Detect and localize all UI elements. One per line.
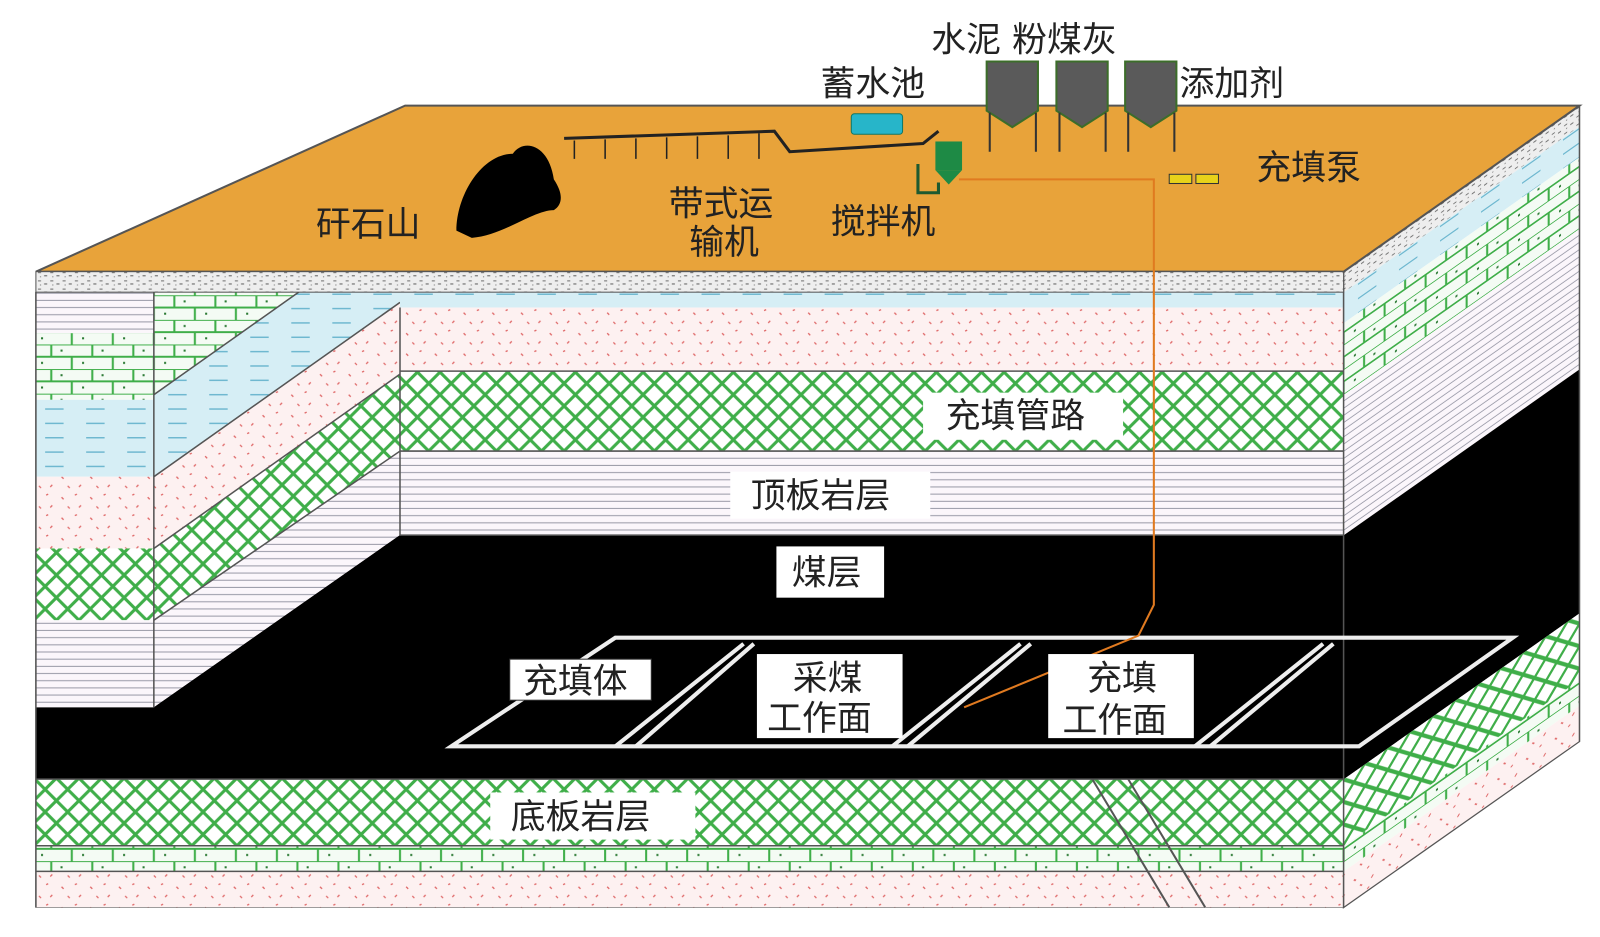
green-hatch-layer xyxy=(400,371,1344,452)
label-mixer: 搅拌机 xyxy=(831,203,936,243)
label-cement-flyash: 水泥 粉煤灰 xyxy=(931,20,1116,60)
label-reservoir: 蓄水池 xyxy=(821,64,926,104)
right-face-strata xyxy=(1342,104,1581,909)
reservoir-icon xyxy=(850,113,904,135)
label-mining-face-2: 工作面 xyxy=(767,699,872,739)
floor-brick-layer xyxy=(35,845,1344,872)
mixer-icon xyxy=(916,141,963,195)
label-gangue-hill: 矸石山 xyxy=(316,205,421,245)
gangue-hill-icon xyxy=(456,145,561,238)
label-filling-body: 充填体 xyxy=(523,662,628,702)
label-mining-face-1: 采煤 xyxy=(793,659,863,699)
label-coal-seam: 煤层 xyxy=(792,553,862,593)
label-filling-face-2: 工作面 xyxy=(1063,701,1168,741)
label-fill-pump: 充填泵 xyxy=(1256,148,1361,188)
label-floor-rock: 底板岩层 xyxy=(511,797,650,837)
label-fill-pipeline: 充填管路 xyxy=(946,397,1085,437)
silos-icon xyxy=(985,60,1178,152)
ground-surface xyxy=(35,104,1583,273)
topsoil-strip xyxy=(35,271,1345,293)
fault-line xyxy=(1091,778,1207,908)
label-belt-conveyor-1: 带式运 xyxy=(669,184,774,224)
aquifer-layer xyxy=(400,292,1344,308)
belt-conveyor-icon xyxy=(564,129,940,159)
floor-pink-layer xyxy=(35,871,1344,908)
coal-seam xyxy=(35,535,1344,780)
pink-rock-layer xyxy=(400,307,1344,372)
front-strata xyxy=(35,291,1345,908)
fill-pump-icon xyxy=(1168,173,1219,185)
label-additive: 添加剂 xyxy=(1179,64,1284,104)
label-roof-rock: 顶板岩层 xyxy=(751,476,890,516)
label-belt-conveyor-2: 输机 xyxy=(689,223,759,263)
label-filling-face-1: 充填 xyxy=(1087,659,1157,699)
